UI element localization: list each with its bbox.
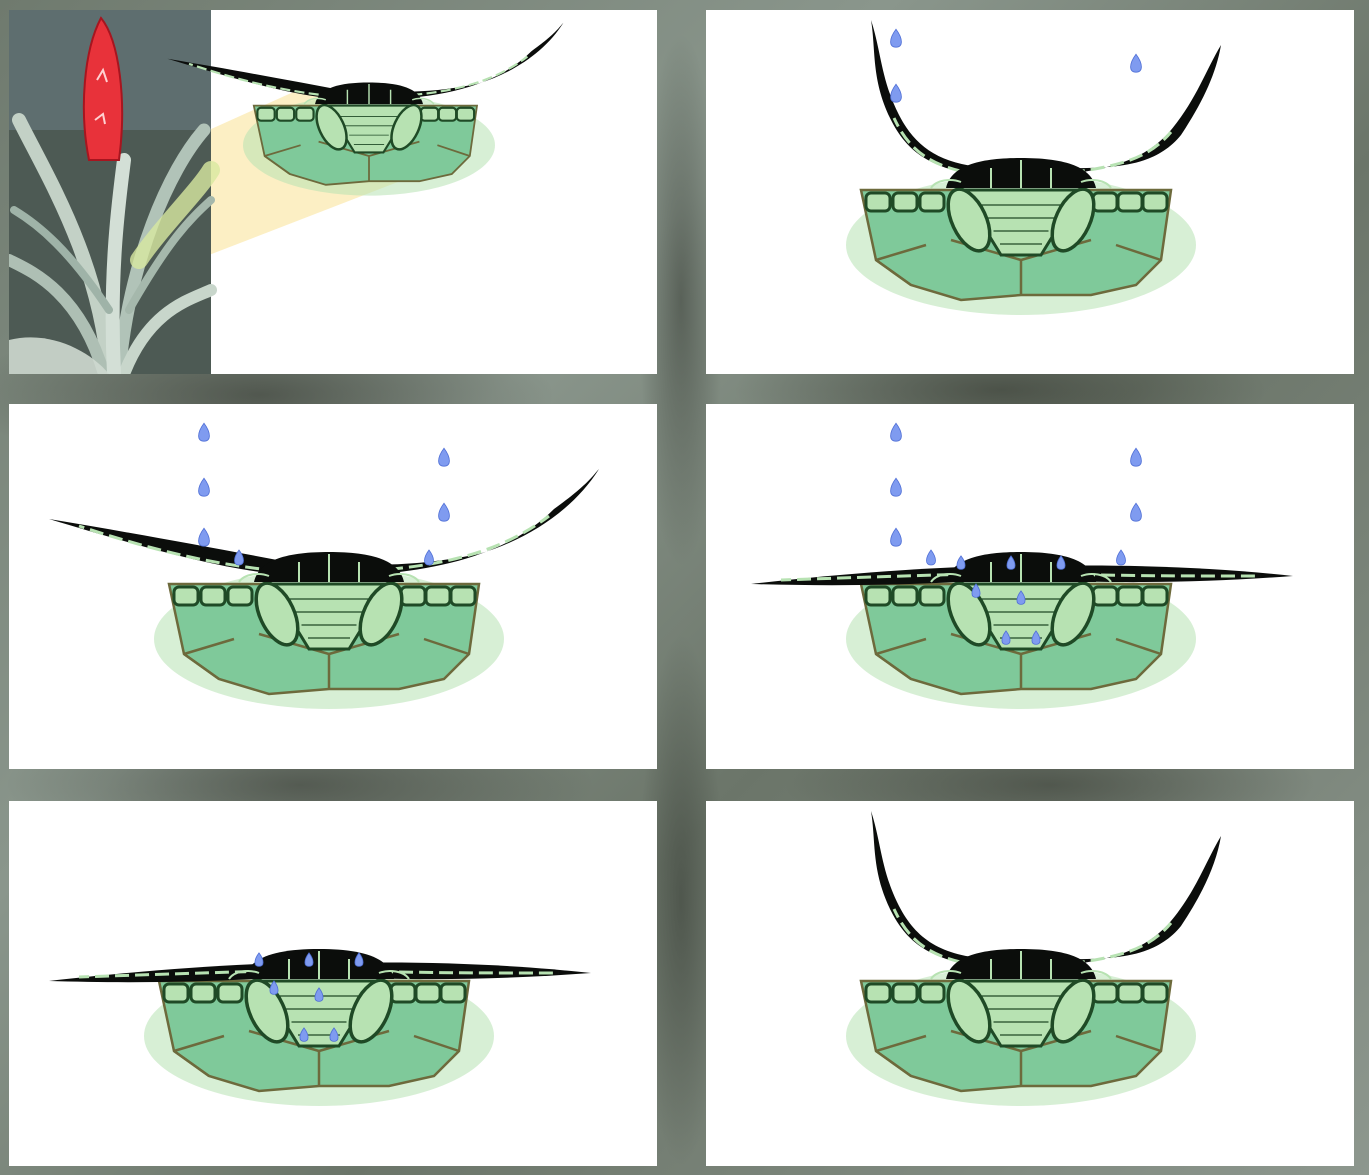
epidermal-cell xyxy=(439,108,456,121)
water-drop xyxy=(1131,448,1142,466)
epidermal-cell xyxy=(1093,984,1117,1002)
water-drop xyxy=(891,84,902,102)
epidermal-cell xyxy=(1118,587,1142,605)
epidermal-cell xyxy=(893,193,917,211)
plant-photo xyxy=(9,10,211,374)
epidermal-cell xyxy=(228,587,252,605)
cross-section xyxy=(49,949,591,1106)
epidermal-cell xyxy=(416,984,440,1002)
cross-section xyxy=(846,811,1221,1106)
epidermal-cell xyxy=(866,193,890,211)
shield-wing-right-cells xyxy=(369,516,549,571)
panel-6-svg xyxy=(706,801,1354,1166)
panel-dry-curled-again xyxy=(706,801,1354,1166)
cross-section xyxy=(846,20,1221,315)
epidermal-cell xyxy=(421,108,438,121)
shield-wing-left xyxy=(49,519,299,576)
shield-wing-left xyxy=(871,811,991,969)
water-drop xyxy=(957,556,965,570)
epidermal-cell xyxy=(1143,193,1167,211)
epidermal-cell xyxy=(201,587,225,605)
shield-wing-right-cells xyxy=(398,57,528,97)
epidermal-cell xyxy=(920,984,944,1002)
water-drop xyxy=(425,550,434,565)
water-drop xyxy=(199,423,210,441)
water-drop xyxy=(255,953,263,967)
water-drop xyxy=(1131,54,1142,72)
epidermal-cell xyxy=(1143,984,1167,1002)
epidermal-cell xyxy=(893,587,917,605)
shield-wing-right xyxy=(383,23,563,100)
water-drop xyxy=(439,503,450,521)
epidermal-cell xyxy=(1143,587,1167,605)
water-drop xyxy=(891,528,902,546)
water-drop xyxy=(199,478,210,496)
epidermal-cell xyxy=(164,984,188,1002)
shield-wing-left xyxy=(871,20,991,178)
epidermal-cell xyxy=(920,193,944,211)
epidermal-cell xyxy=(191,984,215,1002)
panel-shields-flat-absorbing xyxy=(706,404,1354,769)
epidermal-cell xyxy=(257,108,274,121)
epidermal-cell xyxy=(391,984,415,1002)
epidermal-cell xyxy=(401,587,425,605)
epidermal-cell xyxy=(1118,193,1142,211)
water-drop xyxy=(927,550,936,565)
water-drop xyxy=(199,528,210,546)
epidermal-cell xyxy=(457,108,474,121)
water-drop xyxy=(891,29,902,47)
panel-3-svg xyxy=(9,404,657,769)
panel-water-arriving xyxy=(9,404,657,769)
panel-5-svg xyxy=(9,801,657,1166)
epidermal-cell xyxy=(1093,587,1117,605)
epidermal-cell xyxy=(451,587,475,605)
epidermal-cell xyxy=(866,984,890,1002)
shield-wing-right xyxy=(349,469,599,576)
epidermal-cell xyxy=(218,984,242,1002)
water-drop xyxy=(891,423,902,441)
water-drop xyxy=(439,448,450,466)
water-drop xyxy=(1117,550,1126,565)
epidermal-cell xyxy=(296,108,313,121)
cross-section xyxy=(751,423,1293,709)
epidermal-cell xyxy=(1093,193,1117,211)
panel-water-absorbed xyxy=(9,801,657,1166)
epidermal-cell xyxy=(174,587,198,605)
panel-dry-with-plant-photo xyxy=(9,10,657,374)
panel-2-svg xyxy=(706,10,1354,374)
epidermal-cell xyxy=(441,984,465,1002)
cross-section xyxy=(49,423,599,709)
epidermal-cell xyxy=(866,587,890,605)
panel-1-svg xyxy=(9,10,657,374)
epidermal-cell xyxy=(426,587,450,605)
water-drop xyxy=(1131,503,1142,521)
epidermal-cell xyxy=(893,984,917,1002)
panel-4-svg xyxy=(706,404,1354,769)
shield-wing-right xyxy=(1041,836,1221,969)
panel-dry-curled-shields xyxy=(706,10,1354,374)
epidermal-cell xyxy=(277,108,294,121)
epidermal-cell xyxy=(1118,984,1142,1002)
water-drop xyxy=(891,478,902,496)
epidermal-cell xyxy=(920,587,944,605)
